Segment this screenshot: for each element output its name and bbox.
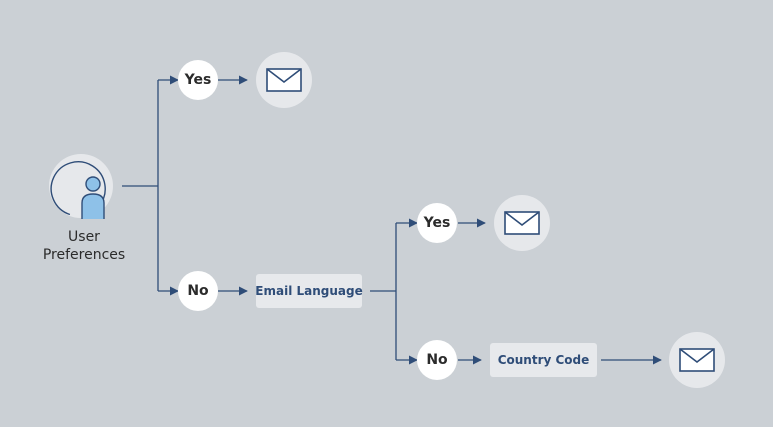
top-yes-label: Yes [184,72,212,88]
envelope-icon [679,348,715,372]
top-mail-node [256,52,312,108]
envelope-icon [266,68,302,92]
user-split-connector [122,80,159,291]
user-preferences-node [48,153,114,225]
language-yes-node: Yes [417,203,457,243]
language-split-connector [370,223,397,360]
top-yes-node: Yes [178,60,218,100]
language-no-label: No [426,352,448,368]
language-mail-node [494,195,550,251]
bottom-no-label: No [187,283,209,299]
language-no-node: No [417,340,457,380]
user-label-line-2: Preferences [42,247,126,263]
language-yes-label: Yes [423,215,451,231]
user-icon [49,154,113,225]
country-code-label: Country Code [497,353,590,367]
envelope-icon [504,211,540,235]
user-preferences-label: User Preferences [34,228,134,264]
country-code-box: Country Code [490,343,597,377]
email-language-label: Email Language [255,284,363,298]
user-label-line-1: User [68,229,100,245]
bottom-no-node: No [178,271,218,311]
email-language-box: Email Language [255,274,363,308]
country-mail-node [669,332,725,388]
